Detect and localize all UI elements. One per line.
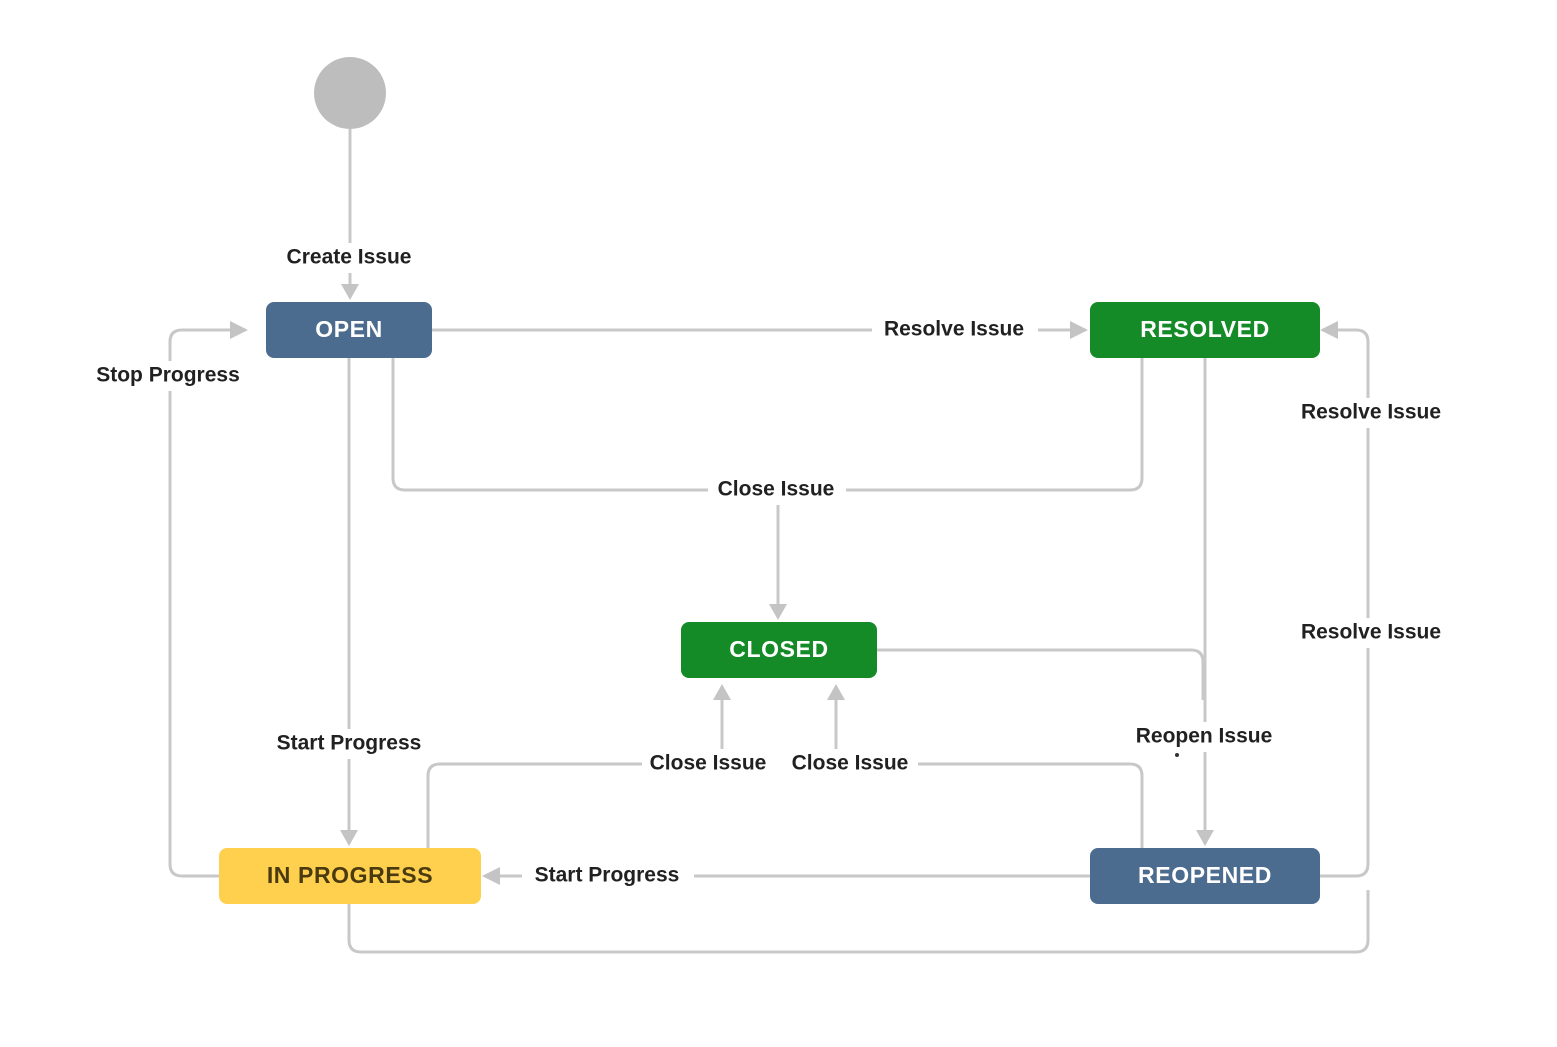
node-resolved-label: RESOLVED [1140,316,1270,342]
edge-label-close-issue-in-progress: Close Issue [650,752,767,775]
edge-label-start-progress-bottom: Start Progress [535,864,680,887]
arrowhead-resolved-to-reopened [1196,830,1214,846]
arrowhead-close-issue-to-closed [769,604,787,620]
node-in-progress[interactable]: IN PROGRESS [219,848,481,904]
arrowhead-in-progress-to-closed [713,684,731,700]
node-open[interactable]: OPEN [266,302,432,358]
edge-label-reopen-issue: Reopen Issue [1136,725,1273,748]
node-closed-label: CLOSED [729,636,828,662]
arrowhead-create-issue [341,284,359,300]
arrowhead-stop-progress [230,321,248,339]
label-background-layer [86,243,1454,891]
edge-label-layer: Create Issue Stop Progress Resolve Issue… [96,246,1441,887]
node-reopened[interactable]: REOPENED [1090,848,1320,904]
node-in-progress-label: IN PROGRESS [267,862,433,888]
edge-label-start-progress-left: Start Progress [277,732,422,755]
node-closed[interactable]: CLOSED [681,622,877,678]
edge-reopened-to-resolved [1320,328,1370,878]
arrowhead-open-to-in-progress [340,830,358,846]
edge-label-close-issue-top: Close Issue [718,478,835,501]
edge-label-create-issue: Create Issue [287,246,412,269]
edge-stop-progress [168,328,230,878]
node-open-label: OPEN [315,316,383,342]
edge-in-progress-to-closed [426,762,722,848]
edge-label-stop-progress: Stop Progress [96,364,240,387]
node-layer: OPEN RESOLVED CLOSED IN PROGRESS REOPENE… [219,57,1320,904]
edge-label-resolve-issue-right-upper: Resolve Issue [1301,401,1441,424]
node-start-circle[interactable] [314,57,386,129]
edge-label-resolve-issue-right-lower: Resolve Issue [1301,621,1441,644]
arrowhead-reopened-to-resolved [1320,321,1338,339]
reopen-issue-artifact-dot [1175,753,1179,757]
edge-reopened-to-closed [836,762,1144,848]
node-reopened-label: REOPENED [1138,862,1272,888]
edge-closed-to-reopened [877,648,1205,700]
edge-label-resolve-issue-top: Resolve Issue [884,318,1024,341]
arrowhead-open-to-resolved [1070,321,1088,339]
edge-label-close-issue-reopened: Close Issue [792,752,909,775]
node-resolved[interactable]: RESOLVED [1090,302,1320,358]
arrowhead-reopened-to-in-progress [482,867,500,885]
arrowhead-reopened-to-closed [827,684,845,700]
edge-in-progress-to-resolved [347,890,1370,954]
edge-close-issue-bus [391,358,1144,492]
